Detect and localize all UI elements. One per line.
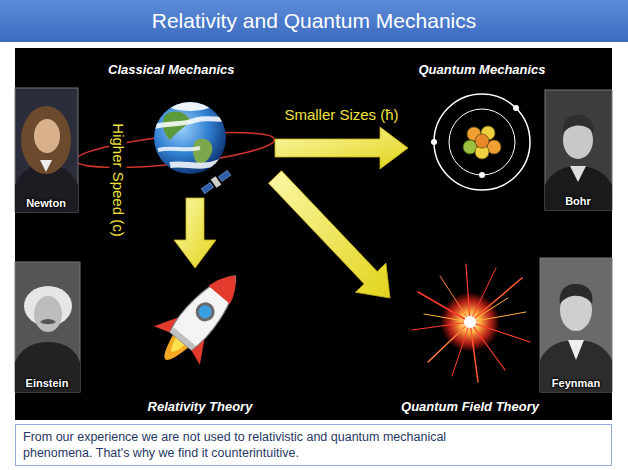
rocket (142, 257, 258, 379)
newton-portrait (15, 88, 78, 212)
atom (431, 94, 530, 190)
portrait-name: Feynman (552, 377, 600, 389)
dark-panel (15, 48, 612, 420)
title: Relativity and Quantum Mechanics (152, 9, 477, 33)
einstein-portrait (15, 262, 80, 392)
portrait-name: Bohr (565, 195, 591, 207)
theory-node: Quantum Mechanics (408, 58, 556, 198)
feynman-portrait (540, 258, 612, 392)
node-heading: Classical Mechanics (108, 62, 234, 77)
title-bar: Relativity and Quantum Mechanics (0, 0, 628, 42)
block-arrow (275, 127, 408, 169)
block-arrow (174, 198, 216, 268)
node-heading: Quantum Field Theory (401, 399, 539, 414)
node-heading: Quantum Mechanics (418, 62, 545, 77)
portrait-name: Newton (26, 197, 66, 209)
earth (150, 101, 230, 174)
caption: From our experience we are not used to r… (23, 429, 518, 462)
block-arrow (269, 171, 391, 298)
edge-label: Higher Speed (c) (110, 120, 127, 239)
bohr-portrait (545, 90, 612, 210)
caption-box: From our experience we are not used to r… (15, 424, 612, 466)
satellite (200, 169, 232, 196)
theory-node: Relativity Theory (125, 268, 275, 418)
particle-collision (412, 264, 530, 382)
theory-node: Quantum Field Theory (390, 268, 550, 418)
node-heading: Relativity Theory (148, 399, 253, 414)
edge-label: Smaller Sizes (ħ) (281, 106, 401, 123)
portrait-name: Einstein (26, 377, 69, 389)
